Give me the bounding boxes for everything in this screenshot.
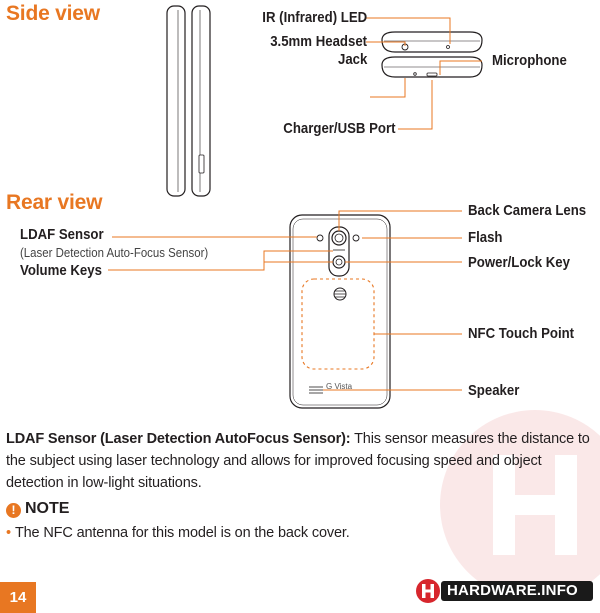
note-bullet-text: The NFC antenna for this model is on the…: [14, 525, 350, 541]
ldaf-description-text: This sensor measures the distance to the…: [6, 431, 590, 491]
note-title: NOTE: [25, 500, 70, 517]
headset-label-line1: 3.5mm Headset: [270, 33, 367, 50]
side-profile-left: [166, 5, 186, 197]
side-view-title: Side view: [6, 2, 100, 25]
note-bullet: •The NFC antenna for this model is on th…: [6, 522, 350, 544]
phone-rear: [289, 214, 391, 409]
ldaf-sub-label: (Laser Detection Auto-Focus Sensor): [20, 245, 209, 260]
top-edge-view: [381, 31, 483, 53]
power-lock-label: Power/Lock Key: [468, 254, 570, 271]
side-profile-right: [191, 5, 211, 197]
nfc-label: NFC Touch Point: [468, 325, 575, 342]
ldaf-description-term: LDAF Sensor (Laser Detection AutoFocus S…: [6, 431, 351, 447]
bottom-edge-view: [381, 56, 483, 78]
volume-keys-label: Volume Keys: [20, 262, 102, 279]
ir-led-label: IR (Infrared) LED: [262, 9, 367, 26]
note-heading: ! NOTE: [6, 500, 69, 518]
flash-label: Flash: [468, 229, 503, 246]
charger-label: Charger/USB Port: [283, 120, 396, 137]
nfc-area: [301, 278, 375, 370]
headset-label-line2: Jack: [337, 51, 367, 68]
page-number: 14: [0, 582, 36, 613]
ldaf-label: LDAF Sensor: [20, 226, 104, 243]
watermark-badge: HARDWARE.INFO: [415, 578, 595, 604]
microphone-label: Microphone: [492, 52, 567, 69]
phone-brand-label: G Vista: [326, 382, 353, 391]
back-camera-label: Back Camera Lens: [468, 202, 587, 219]
exclamation-icon: !: [6, 503, 21, 518]
bullet-icon: •: [6, 525, 11, 541]
ldaf-description: LDAF Sensor (Laser Detection AutoFocus S…: [6, 428, 592, 494]
rear-view-title: Rear view: [6, 191, 103, 214]
watermark-text: HARDWARE.INFO: [447, 582, 578, 599]
speaker-label: Speaker: [468, 382, 520, 399]
